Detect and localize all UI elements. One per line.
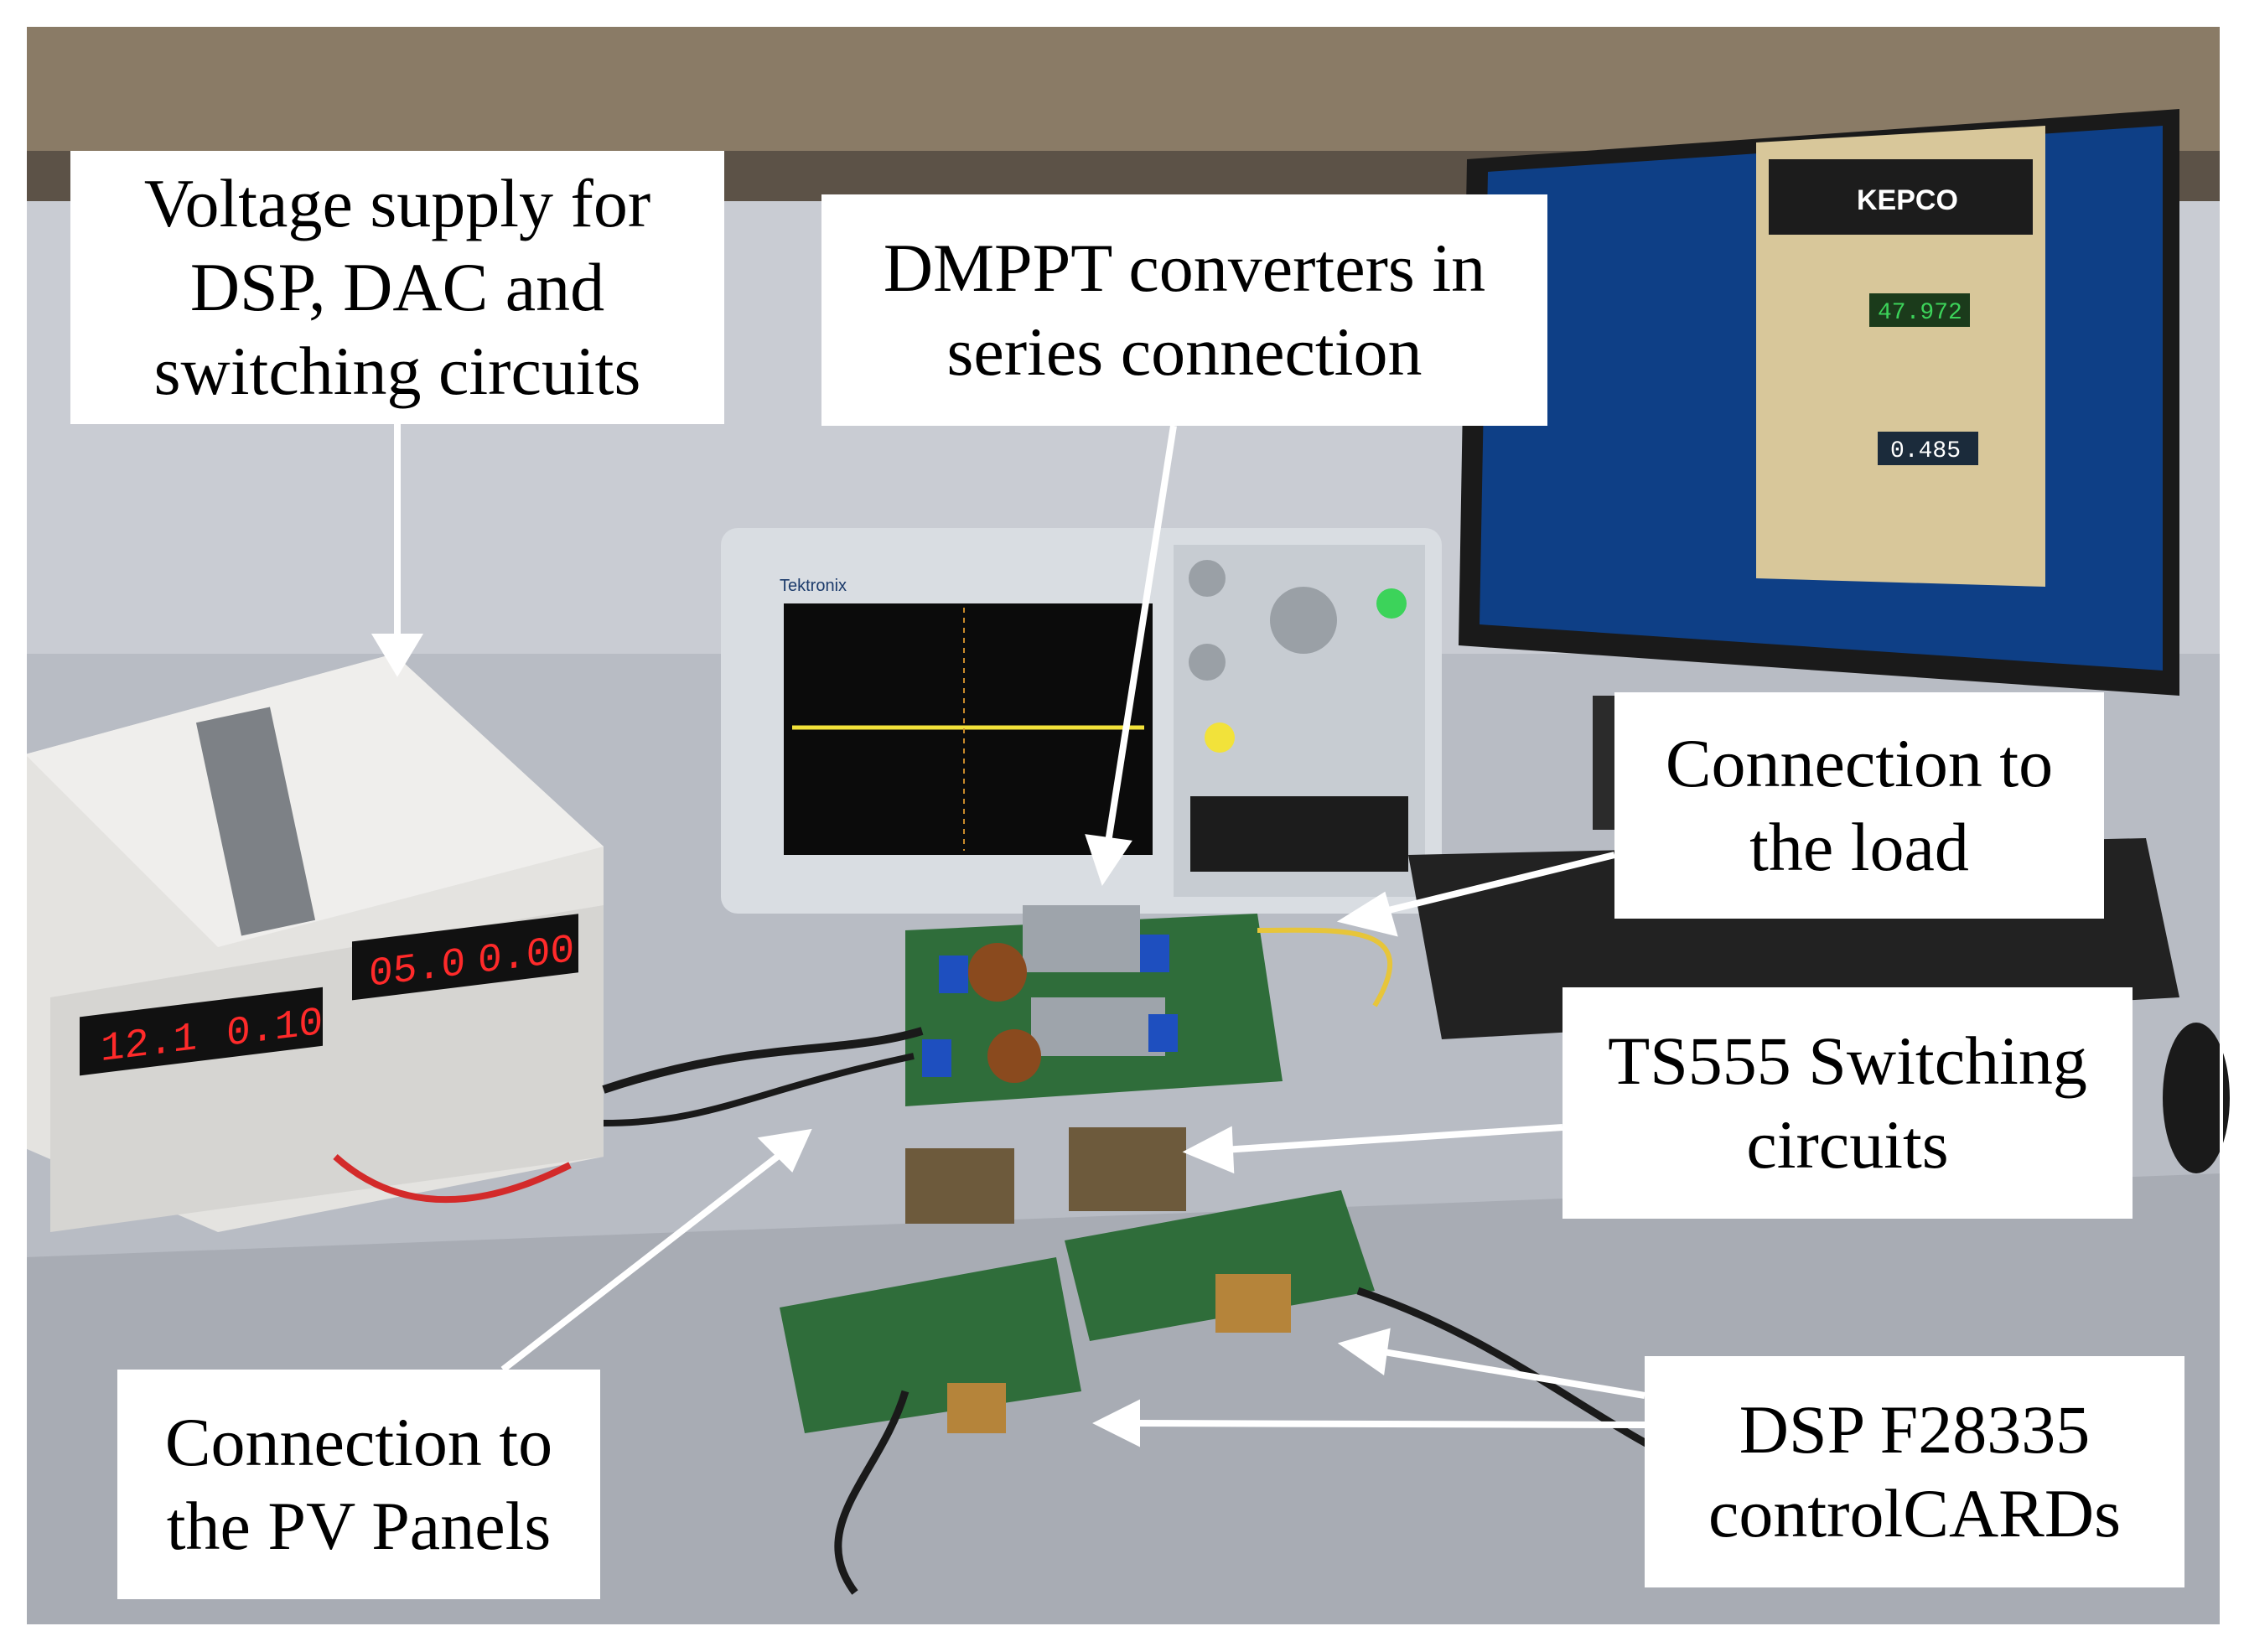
label-line: series connection bbox=[946, 313, 1423, 390]
label-line: DSP, DAC and bbox=[189, 249, 605, 325]
arrow-load bbox=[1374, 852, 1615, 917]
label-line: controlCARDs bbox=[1708, 1475, 2121, 1551]
label-line: switching circuits bbox=[153, 333, 641, 409]
psu-front bbox=[50, 905, 604, 1232]
kepco-window bbox=[1756, 126, 2045, 587]
ts555-board-left bbox=[905, 1148, 1014, 1224]
shelf bbox=[25, 25, 2221, 151]
label-line: DSP F28335 bbox=[1739, 1391, 2091, 1468]
arrow-dsp-lower bbox=[1131, 1420, 1645, 1428]
label-line: Connection to bbox=[164, 1404, 553, 1480]
arrow-ts555 bbox=[1223, 1124, 1563, 1153]
dmppt-converter-board bbox=[905, 905, 1283, 1106]
label-line: TS555 Switching bbox=[1608, 1023, 2087, 1099]
psu-handle bbox=[195, 707, 316, 936]
oscilloscope bbox=[721, 528, 1442, 914]
label-connection-pv: Connection to the PV Panels bbox=[117, 1370, 600, 1599]
label-line: the load bbox=[1749, 809, 1969, 885]
arrow-pv bbox=[500, 1152, 782, 1373]
ts555-board-right bbox=[1069, 1127, 1186, 1211]
label-dsp-controlcards: DSP F28335 controlCARDs bbox=[1645, 1356, 2184, 1587]
label-line: the PV Panels bbox=[166, 1488, 552, 1564]
label-dmppt-converters: DMPPT converters in series connection bbox=[821, 194, 1547, 426]
arrow-dsp-upper bbox=[1378, 1348, 1645, 1399]
label-line: circuits bbox=[1746, 1106, 1949, 1183]
psu-display-right bbox=[352, 914, 578, 1001]
label-line: Connection to bbox=[1665, 725, 2054, 801]
label-connection-load: Connection to the load bbox=[1614, 692, 2104, 919]
label-line: DMPPT converters in bbox=[883, 230, 1486, 306]
power-supply bbox=[25, 654, 604, 1232]
psu-display-left bbox=[80, 987, 323, 1076]
computer-monitor bbox=[1459, 109, 2179, 830]
dsp-card-right bbox=[1065, 1190, 1375, 1341]
annotation-arrows bbox=[371, 424, 1645, 1447]
mouse bbox=[2163, 1023, 2230, 1173]
arrow-dmppt bbox=[1105, 425, 1177, 843]
label-ts555-switching: TS555 Switching circuits bbox=[1563, 987, 2133, 1219]
label-voltage-supply: Voltage supply for DSP, DAC and switchin… bbox=[70, 151, 724, 424]
photo-border bbox=[23, 23, 2223, 1628]
label-line: Voltage supply for bbox=[143, 165, 651, 241]
